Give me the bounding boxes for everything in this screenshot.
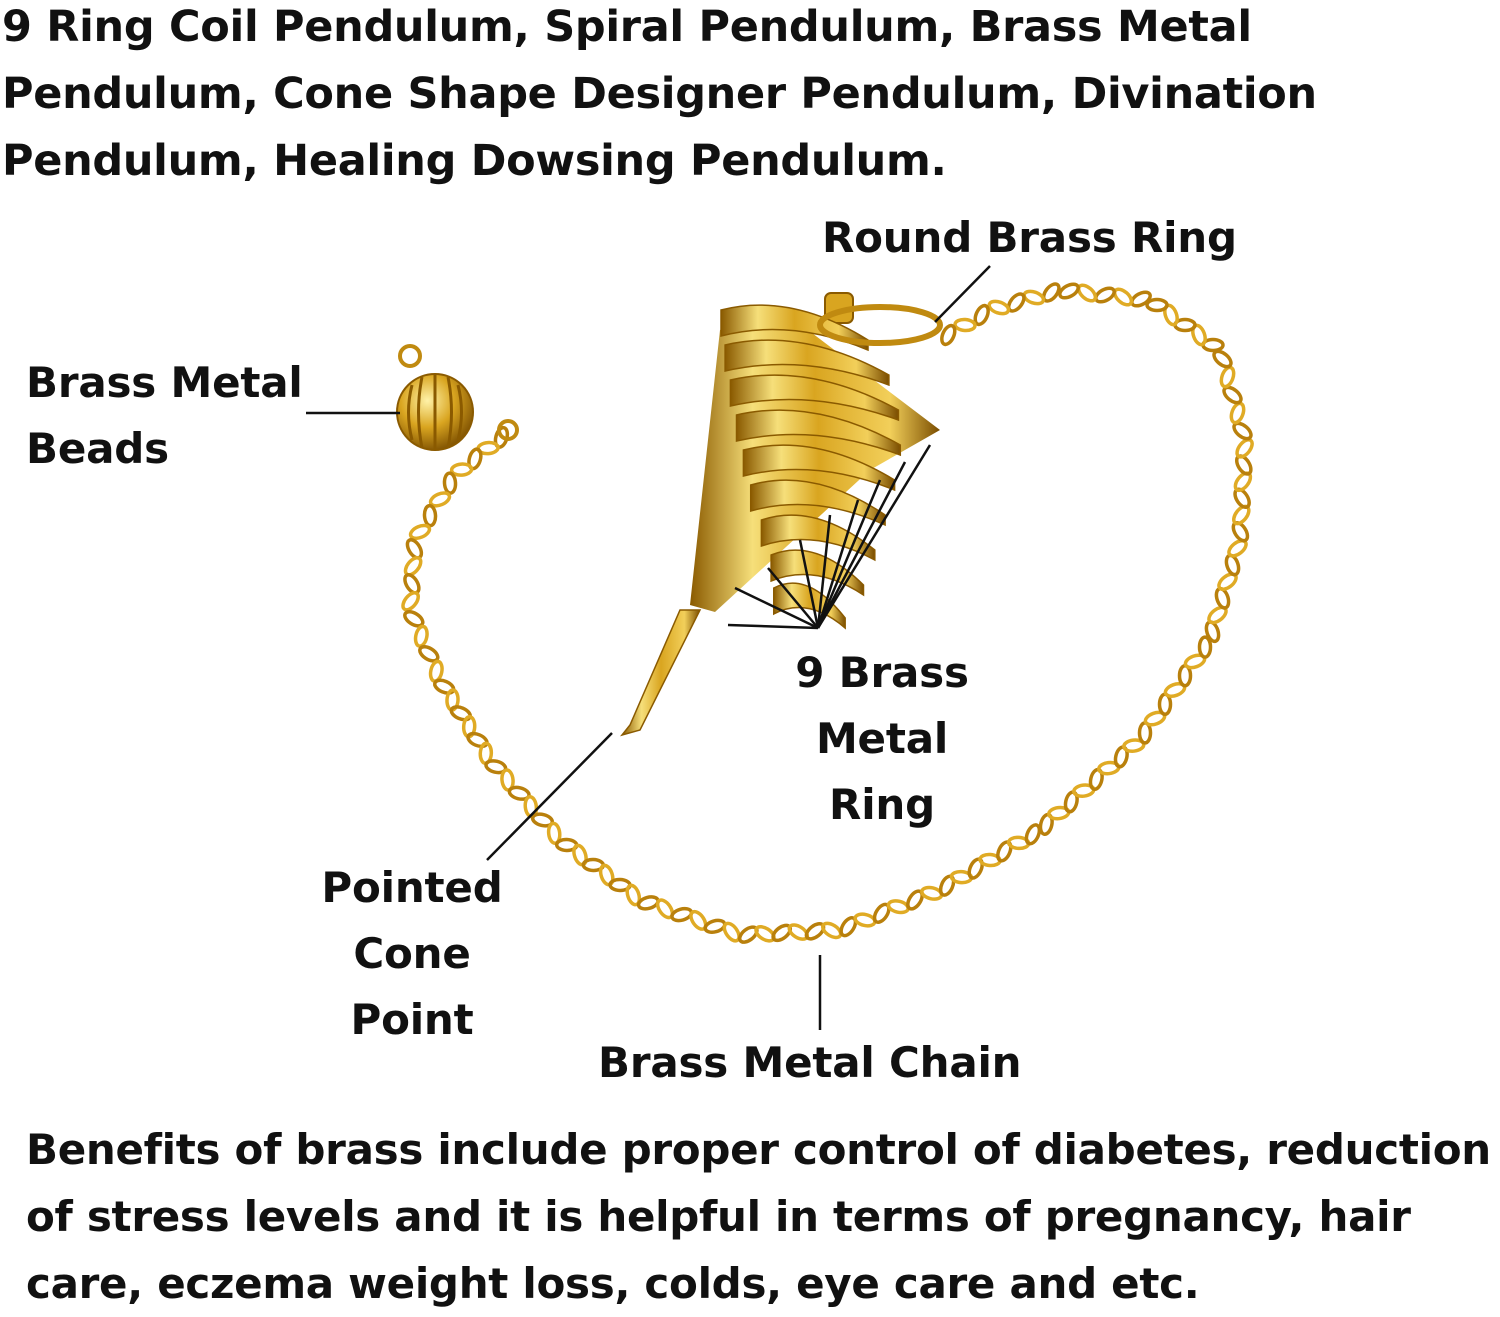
- chain-link: [853, 912, 877, 928]
- chain-link: [625, 883, 642, 907]
- chain-link: [422, 503, 438, 528]
- chain-link: [1222, 385, 1243, 405]
- chain-link: [449, 462, 474, 477]
- chain-link: [1094, 286, 1116, 304]
- chain-link: [1022, 289, 1046, 306]
- chain-link: [1219, 365, 1236, 389]
- benefits-text: Benefits of brass include proper control…: [26, 1125, 1491, 1308]
- chain-link: [820, 921, 843, 940]
- chain-link: [413, 624, 429, 648]
- chain-link: [940, 323, 957, 347]
- label-line: Beads: [26, 424, 169, 473]
- chain-link: [1130, 290, 1152, 308]
- label-nine-brass-rings: 9 Brass Metal Ring: [732, 640, 1032, 838]
- label-line: Point: [350, 995, 474, 1044]
- chain-link: [403, 610, 425, 628]
- label-round-brass-ring: Round Brass Ring: [822, 213, 1237, 262]
- chain-link: [973, 303, 990, 327]
- chain-link: [432, 678, 456, 695]
- brass-chain: [401, 282, 1254, 944]
- chain-link: [466, 731, 489, 749]
- chain-link: [886, 899, 910, 915]
- chain-link: [1024, 823, 1042, 846]
- chain-link: [1229, 401, 1246, 425]
- chain-link: [418, 645, 440, 663]
- chain-link: [953, 317, 977, 333]
- label-brass-metal-chain: Brass Metal Chain: [598, 1038, 1022, 1087]
- chain-link: [1197, 635, 1213, 659]
- chain-link: [722, 921, 741, 943]
- label-brass-metal-beads: Brass Metal Beads: [26, 350, 303, 482]
- chain-link: [1235, 437, 1254, 459]
- chain-link: [1058, 282, 1080, 300]
- page-heading: 9 Ring Coil Pendulum, Spiral Pendulum, B…: [2, 2, 1317, 186]
- label-line: Brass Metal: [26, 358, 303, 407]
- chain-link: [1145, 297, 1169, 313]
- label-pointed-cone-point: Pointed Cone Point: [262, 855, 562, 1053]
- chain-link: [1212, 349, 1233, 369]
- chain-link: [401, 591, 420, 612]
- label-line: 9 Brass Metal: [795, 648, 969, 763]
- spiral-cone-pendulum: [619, 292, 943, 737]
- label-line: Pointed Cone: [321, 863, 503, 978]
- chain-link: [428, 491, 452, 508]
- chain-link: [449, 705, 473, 722]
- round-brass-ring: [817, 304, 943, 346]
- chain-link: [408, 523, 432, 541]
- callout-lines: [306, 265, 991, 1030]
- chain-link: [1232, 421, 1253, 441]
- chain-link: [987, 299, 1011, 316]
- chain-link: [442, 471, 458, 495]
- label-line: Ring: [829, 780, 935, 829]
- brass-bead: [396, 344, 519, 451]
